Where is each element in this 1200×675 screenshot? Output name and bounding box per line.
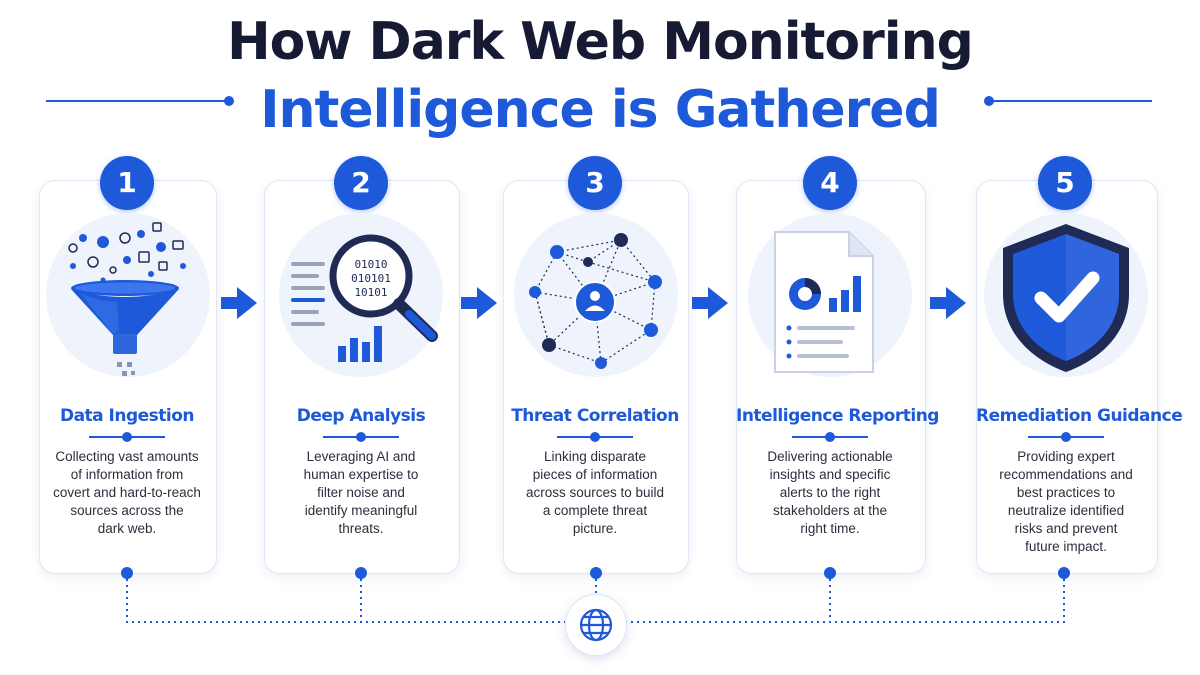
connector-dot-3 [590, 567, 602, 579]
step-underline-5 [1028, 432, 1104, 442]
step-number-2: 2 [334, 156, 388, 210]
arrow-right-icon [461, 287, 497, 319]
arrow-right-icon [930, 287, 966, 319]
step-title-1: Data Ingestion [59, 406, 195, 426]
step-number-1: 1 [100, 156, 154, 210]
connector-dot-2 [355, 567, 367, 579]
step-number-5: 5 [1038, 156, 1092, 210]
magnifier-binary-icon: 01010 010101 10101 [276, 210, 446, 380]
title-divider-dot-left [224, 96, 234, 106]
title-divider-dot-right [984, 96, 994, 106]
step-title-2: Deep Analysis [296, 406, 426, 426]
shield-check-icon [981, 210, 1151, 380]
arrow-right-icon [221, 287, 257, 319]
step-underline-2 [323, 432, 399, 442]
connector-dot-4 [824, 567, 836, 579]
page-title-line2: Intelligence is Gathered [260, 80, 941, 140]
step-title-3: Threat Correlation [511, 406, 679, 426]
step-underline-1 [89, 432, 165, 442]
report-document-icon [745, 210, 915, 380]
binary-line-2: 010101 [351, 272, 391, 285]
title-divider-left [46, 100, 226, 102]
connector-dot-1 [121, 567, 133, 579]
step-title-5: Remediation Guidance [976, 406, 1183, 426]
step-number-3: 3 [568, 156, 622, 210]
connector-dot-5 [1058, 567, 1070, 579]
network-graph-icon [511, 210, 681, 380]
step-title-4: Intelligence Reporting [736, 406, 939, 426]
step-underline-4 [792, 432, 868, 442]
step-underline-3 [557, 432, 633, 442]
step-number-4: 4 [803, 156, 857, 210]
title-divider-right [992, 100, 1152, 102]
binary-line-1: 01010 [354, 258, 387, 271]
globe-icon [579, 608, 613, 642]
arrow-right-icon [692, 287, 728, 319]
funnel-icon [43, 210, 213, 380]
page-title-line1: How Dark Web Monitoring [227, 12, 974, 72]
binary-line-3: 10101 [354, 286, 387, 299]
globe-hub [565, 594, 627, 656]
